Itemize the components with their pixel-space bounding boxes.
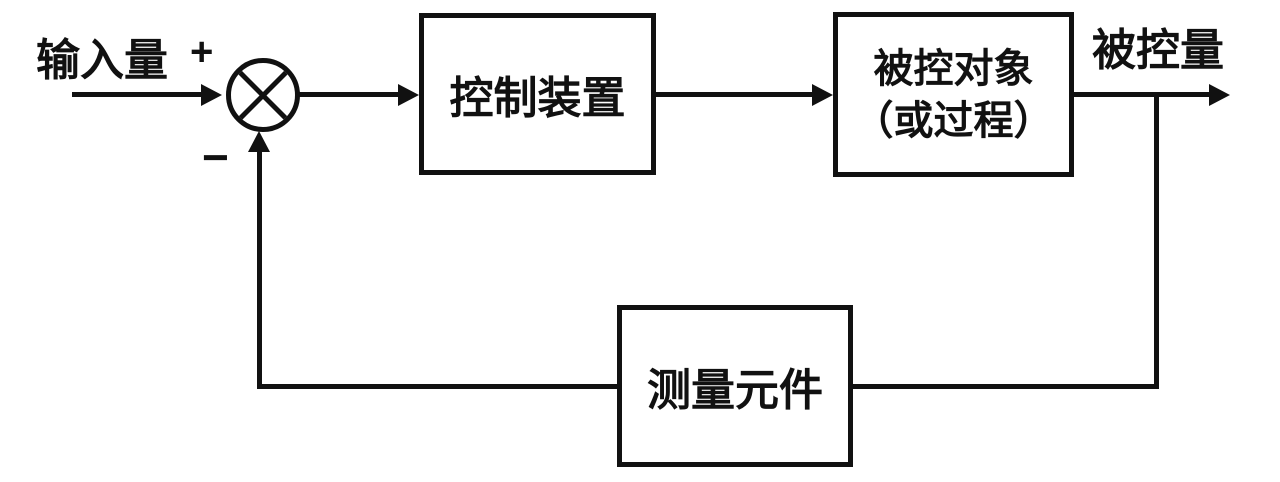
- sensor-block: 测量元件: [617, 305, 853, 467]
- plus-sign: +: [190, 30, 214, 74]
- feedback-riser-line-left: [257, 150, 262, 389]
- feedback-arrowhead-icon: [248, 131, 270, 152]
- controlled-quantity-label: 被控量: [1092, 26, 1224, 75]
- feedback-line-bottom-right: [850, 384, 1159, 389]
- controller-to-plant-line: [653, 92, 816, 97]
- plant-block-label-line1: 被控对象: [873, 45, 1034, 91]
- controller-entry-arrowhead-icon: [398, 84, 419, 106]
- summing-junction-icon: [226, 58, 300, 132]
- input-arrowhead-icon: [201, 84, 222, 106]
- output-line: [1071, 92, 1211, 97]
- minus-sign: −: [202, 131, 229, 183]
- plant-block: 被控对象 （或过程）: [833, 12, 1074, 177]
- output-arrowhead-icon: [1209, 84, 1230, 106]
- sensor-block-label: 测量元件: [647, 366, 823, 415]
- sum-to-controller-line: [297, 92, 402, 97]
- plant-entry-arrowhead-icon: [812, 84, 833, 106]
- controller-block-label: 控制装置: [449, 74, 626, 123]
- feedback-drop-line-right: [1154, 92, 1159, 389]
- input-arrow-line: [72, 92, 206, 97]
- controller-block: 控制装置: [419, 13, 656, 175]
- feedback-line-bottom-left: [259, 384, 620, 389]
- plant-block-label-line2: （或过程）: [853, 97, 1054, 143]
- input-quantity-label: 输入量: [36, 36, 168, 85]
